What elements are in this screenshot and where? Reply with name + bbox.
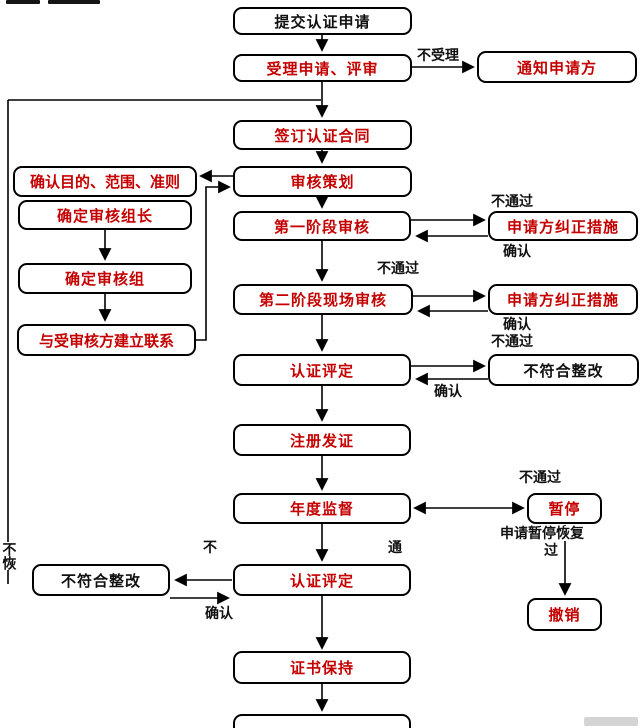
node-annual-supervision: 年度监督 <box>233 493 411 524</box>
node-cert-evaluation-1: 认证评定 <box>233 354 411 386</box>
edge-label-not-accepted: 不受理 <box>417 47 459 63</box>
edge-label-pass-to-revoke: 过 <box>543 542 559 559</box>
node-certificate-keep: 证书保持 <box>233 651 411 684</box>
edge-label-fail-annual: 不通过 <box>519 469 561 485</box>
node-nonconformity-left: 不符合整改 <box>32 564 170 596</box>
edge-label-fail-stage2: 不通过 <box>377 260 419 276</box>
edge-label-pass-short: 通 <box>388 539 402 555</box>
node-bottom-partial <box>233 714 411 728</box>
node-cert-evaluation-2: 认证评定 <box>233 564 411 596</box>
edge-label-confirm-rectify: 确认 <box>205 605 233 621</box>
edge-label-confirm-stage1: 确认 <box>503 243 531 259</box>
node-audit-planning: 审核策划 <box>233 166 412 197</box>
node-register-issue: 注册发证 <box>233 424 411 456</box>
edge-label-confirm-evaluate: 确认 <box>434 383 462 399</box>
edge-label-apply-resume: 申请暂停恢复 <box>499 525 585 542</box>
edge-label-fail-evaluate: 不通过 <box>491 333 533 349</box>
edge-label-confirm-stage2: 确认 <box>503 316 531 332</box>
top-edge-artifact <box>48 0 100 4</box>
edge-label-fail-stage1: 不通过 <box>491 193 533 209</box>
node-contact-auditee: 与受审核方建立联系 <box>17 324 196 356</box>
node-confirm-purpose: 确认目的、范围、准则 <box>13 166 197 197</box>
node-accept-review: 受理申请、评审 <box>233 54 412 82</box>
node-corrective-action-1: 申请方纠正措施 <box>488 211 638 241</box>
node-stage2-site-audit: 第二阶段现场审核 <box>233 284 413 315</box>
node-nonconformity-right: 不符合整改 <box>488 354 639 386</box>
node-notify-applicant: 通知申请方 <box>477 51 637 83</box>
node-sign-contract: 签订认证合同 <box>233 120 412 150</box>
node-submit-application: 提交认证申请 <box>233 7 412 35</box>
node-audit-team-leader: 确定审核组长 <box>18 200 192 230</box>
edge-label-fail-short: 不 <box>203 539 217 555</box>
top-edge-artifact <box>6 0 40 4</box>
node-suspend: 暂停 <box>527 493 602 524</box>
node-corrective-action-2: 申请方纠正措施 <box>488 284 638 315</box>
edge-label-not-restored: 不恢 <box>0 542 18 570</box>
node-stage1-audit: 第一阶段审核 <box>233 211 411 241</box>
node-revoke: 撤销 <box>527 598 602 631</box>
watermark-artifact <box>584 717 638 726</box>
node-audit-team: 确定审核组 <box>18 263 192 294</box>
